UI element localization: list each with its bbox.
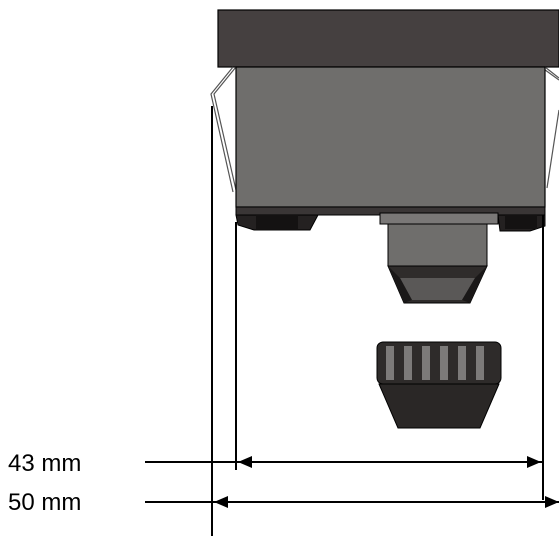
cap-body <box>378 383 500 429</box>
dimension-43-arrow-left <box>238 456 252 468</box>
dimension-43-label: 43 mm <box>8 450 82 477</box>
dimension-50-arrow-right <box>545 496 559 508</box>
dimension-50-arrow-left <box>214 496 228 508</box>
front-bezel <box>217 9 559 68</box>
knurled-cap <box>376 341 502 429</box>
left-clip <box>210 66 237 193</box>
connector-body <box>387 223 488 267</box>
connector-plate <box>379 212 499 225</box>
connector-tip-face <box>400 278 475 300</box>
connector-tip-left-shade <box>388 266 412 303</box>
dimension-50-label: 50 mm <box>8 489 82 516</box>
cap-ridges <box>386 346 484 380</box>
meter-housing <box>235 66 546 208</box>
left-foot-highlight <box>256 215 298 229</box>
connector-tip-right-shade <box>462 266 487 303</box>
right-foot-highlight <box>505 215 537 229</box>
dimension-43-arrow-right <box>527 456 541 468</box>
